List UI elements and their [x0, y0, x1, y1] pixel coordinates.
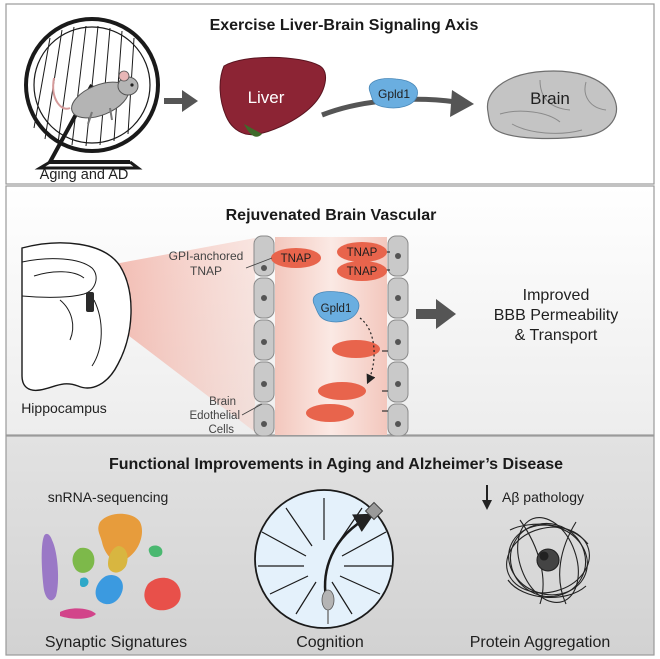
gpi-leader-line [245, 257, 273, 269]
tnap-label: TNAP [281, 253, 312, 265]
tnap-icon [337, 261, 387, 281]
outcome-line3: & Transport [515, 327, 598, 344]
cluster-red [144, 577, 181, 611]
top-title: Exercise Liver-Brain Signaling Axis [210, 17, 479, 34]
path-arrow [323, 513, 375, 599]
liver-icon [219, 56, 327, 137]
outcome-line1: Improved [523, 287, 590, 304]
tnap-icon [337, 242, 387, 262]
target-platform-icon [364, 501, 384, 521]
blood-vessel [253, 235, 409, 437]
middle-title: Rejuvenated Brain Vascular [226, 207, 437, 224]
gpi-label-line2: TNAP [190, 264, 222, 278]
cleavage-arrow [359, 317, 376, 385]
panel-middle: Rejuvenated Brain Vascular Hippocampus [5, 185, 655, 437]
outcome-line2: BBB Permeability [494, 307, 619, 324]
arrow-right-icon [164, 90, 198, 112]
radial-maze-icon [254, 489, 394, 629]
amyloid-plaque-icon [506, 517, 590, 605]
gpld1-icon [368, 78, 418, 109]
cluster-yellow [108, 546, 128, 573]
brain-label: Brain [530, 89, 570, 108]
cluster-pink [60, 608, 96, 619]
mouse-icon [52, 70, 139, 125]
gpld1-label: Gpld1 [378, 87, 410, 101]
endo-label-line3: Cells [208, 424, 234, 436]
snrna-label: snRNA-sequencing [48, 489, 169, 505]
panel-bottom: Functional Improvements in Aging and Alz… [5, 435, 655, 656]
tnap-label: TNAP [347, 247, 378, 259]
arrow-head-icon [450, 90, 474, 117]
cluster-blue [95, 574, 123, 605]
cluster-purple [41, 533, 59, 601]
endo-label-line1: Brain [209, 396, 236, 408]
brain-icon [486, 70, 618, 140]
cleaved-tnap-icon [332, 340, 380, 358]
mouse-icon [321, 589, 335, 624]
cluster-teal [80, 577, 89, 587]
synaptic-label: Synaptic Signatures [45, 634, 187, 651]
cognition-label: Cognition [296, 634, 364, 651]
tnap-icon [271, 248, 321, 268]
aging-ad-label: Aging and AD [40, 167, 129, 183]
liver-label: Liver [248, 88, 285, 107]
cluster-orange [98, 513, 143, 562]
cluster-green [72, 547, 95, 573]
abeta-label: Aβ pathology [502, 489, 584, 505]
endothelial-cells-right [387, 235, 409, 437]
endo-label-line2: Edothelial [189, 410, 240, 422]
arrow-right-icon [416, 299, 456, 329]
umap-plot [41, 513, 181, 619]
bottom-title: Functional Improvements in Aging and Alz… [109, 456, 563, 473]
hippocampus-label: Hippocampus [21, 400, 107, 416]
cluster-green-small [148, 545, 163, 557]
gpi-label-line1: GPI-anchored [169, 249, 244, 263]
endo-leader-line [241, 403, 263, 416]
abeta-arrow-icon [482, 485, 492, 510]
protein-label: Protein Aggregation [470, 634, 611, 651]
tnap-label: TNAP [347, 266, 378, 278]
running-wheel-icon [24, 17, 160, 170]
gpld1-label: Gpld1 [321, 303, 352, 315]
panel-top: Exercise Liver-Brain Signaling Axis [5, 3, 655, 185]
cleaved-tnap-icon [318, 382, 366, 400]
cleaved-tnap-icon [306, 404, 354, 422]
brain-section-icon [21, 242, 132, 392]
gpld1-icon [312, 291, 360, 323]
